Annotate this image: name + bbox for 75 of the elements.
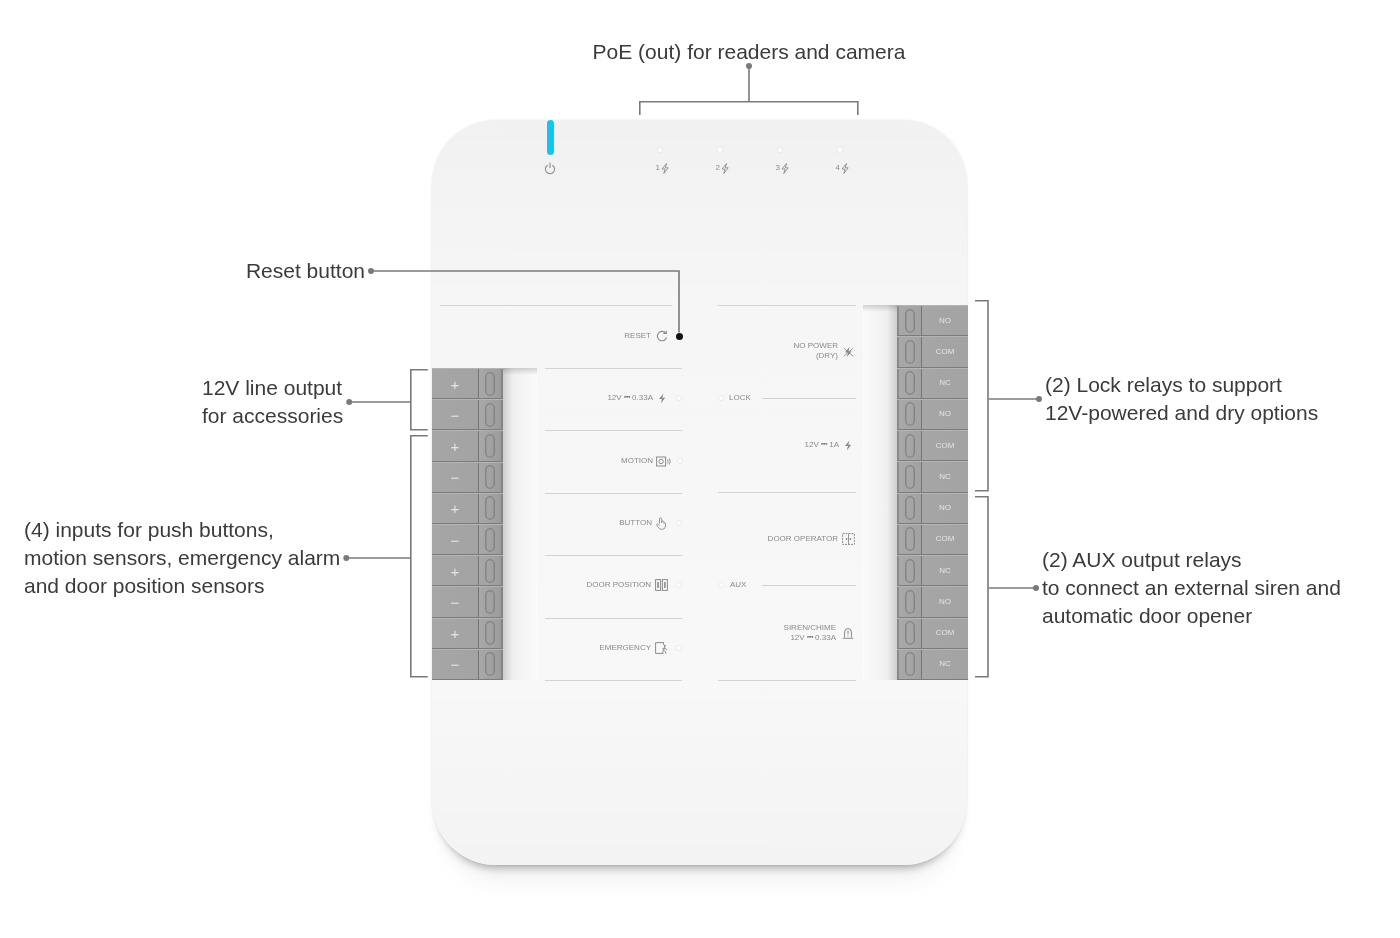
printed-label: 12V ⎓ 0.33A bbox=[607, 393, 653, 403]
bracket bbox=[410, 435, 428, 678]
terminal-key bbox=[432, 586, 503, 618]
bracket bbox=[410, 369, 428, 431]
terminal-label: NO bbox=[939, 504, 951, 513]
terminal-key bbox=[432, 368, 503, 400]
terminal-key bbox=[897, 492, 968, 524]
terminal-key bbox=[432, 399, 503, 431]
reset-button bbox=[675, 332, 683, 340]
terminal-label: + bbox=[450, 376, 460, 392]
terminal-key bbox=[432, 492, 503, 524]
terminal-label: NO bbox=[939, 410, 951, 419]
callout-text: 12V line output for accessories bbox=[196, 374, 350, 430]
terminal-label: − bbox=[450, 469, 460, 485]
terminal-key bbox=[897, 555, 968, 587]
terminal-key bbox=[432, 430, 503, 462]
leader-line bbox=[346, 399, 411, 405]
bracket bbox=[975, 496, 989, 678]
terminal-label: − bbox=[450, 656, 460, 672]
printed-label: DOOR POSITION bbox=[586, 580, 651, 590]
device-housing bbox=[432, 120, 967, 865]
leader-line bbox=[988, 585, 1039, 591]
terminal-key bbox=[897, 305, 968, 337]
terminal-label: − bbox=[450, 594, 460, 610]
callout-text: (2) Lock relays to support 12V-powered and dry options bbox=[1039, 371, 1325, 427]
terminal-key bbox=[897, 617, 968, 649]
bracket bbox=[975, 300, 989, 492]
terminal-key bbox=[897, 336, 968, 368]
terminal-label: NC bbox=[939, 472, 951, 481]
callout-text: PoE (out) for readers and camera bbox=[586, 38, 912, 66]
callout-text: (2) AUX output relays to connect an external siren and automatic door opener bbox=[1036, 546, 1347, 630]
leader-line bbox=[988, 396, 1042, 402]
terminal-label: NO bbox=[939, 316, 951, 325]
terminal-label: + bbox=[450, 563, 460, 579]
printed-label: RESET bbox=[624, 331, 651, 341]
port-number: 2 bbox=[715, 163, 720, 173]
terminal-key bbox=[897, 523, 968, 555]
terminal-key bbox=[432, 617, 503, 649]
terminal-key bbox=[897, 586, 968, 618]
port-number: 1 bbox=[655, 163, 660, 173]
terminal-key bbox=[897, 461, 968, 493]
callout-text: Reset button bbox=[239, 257, 371, 285]
leader-line bbox=[368, 268, 680, 334]
terminal-label: + bbox=[450, 500, 460, 516]
port-number: 3 bbox=[775, 163, 780, 173]
terminal-key bbox=[897, 367, 968, 399]
printed-label: LOCK bbox=[729, 393, 751, 403]
bracket bbox=[639, 101, 859, 116]
terminal-key bbox=[897, 648, 968, 680]
terminal-key bbox=[432, 461, 503, 493]
printed-label: NO POWER (DRY) bbox=[793, 341, 838, 361]
terminal-label: + bbox=[450, 438, 460, 454]
printed-label: MOTION bbox=[621, 456, 653, 466]
terminal-key bbox=[432, 648, 503, 680]
terminal-key bbox=[897, 430, 968, 462]
printed-label: AUX bbox=[730, 580, 747, 590]
terminal-label: + bbox=[450, 625, 460, 641]
terminal-label: NC bbox=[939, 379, 951, 388]
terminal-label: NC bbox=[939, 566, 951, 575]
terminal-key bbox=[432, 555, 503, 587]
printed-label: 12V ⎓ 1A bbox=[804, 440, 839, 450]
terminal-key bbox=[432, 524, 503, 556]
terminal-label: − bbox=[450, 407, 460, 423]
terminal-key bbox=[897, 398, 968, 430]
leader-line bbox=[343, 555, 411, 561]
terminal-label: − bbox=[450, 532, 460, 548]
terminal-label: NO bbox=[939, 597, 951, 606]
printed-label: SIREN/CHIME 12V ⎓ 0.33A bbox=[783, 623, 836, 643]
printed-label: BUTTON bbox=[619, 518, 652, 528]
callout-text: (4) inputs for push buttons, motion sensors, emergency alarm and door position sensors bbox=[18, 516, 347, 600]
port-number: 4 bbox=[835, 163, 840, 173]
printed-label: DOOR OPERATOR bbox=[767, 534, 838, 544]
leader-line bbox=[746, 63, 752, 102]
printed-label: EMERGENCY bbox=[599, 643, 651, 653]
terminal-label: NC bbox=[939, 660, 951, 669]
